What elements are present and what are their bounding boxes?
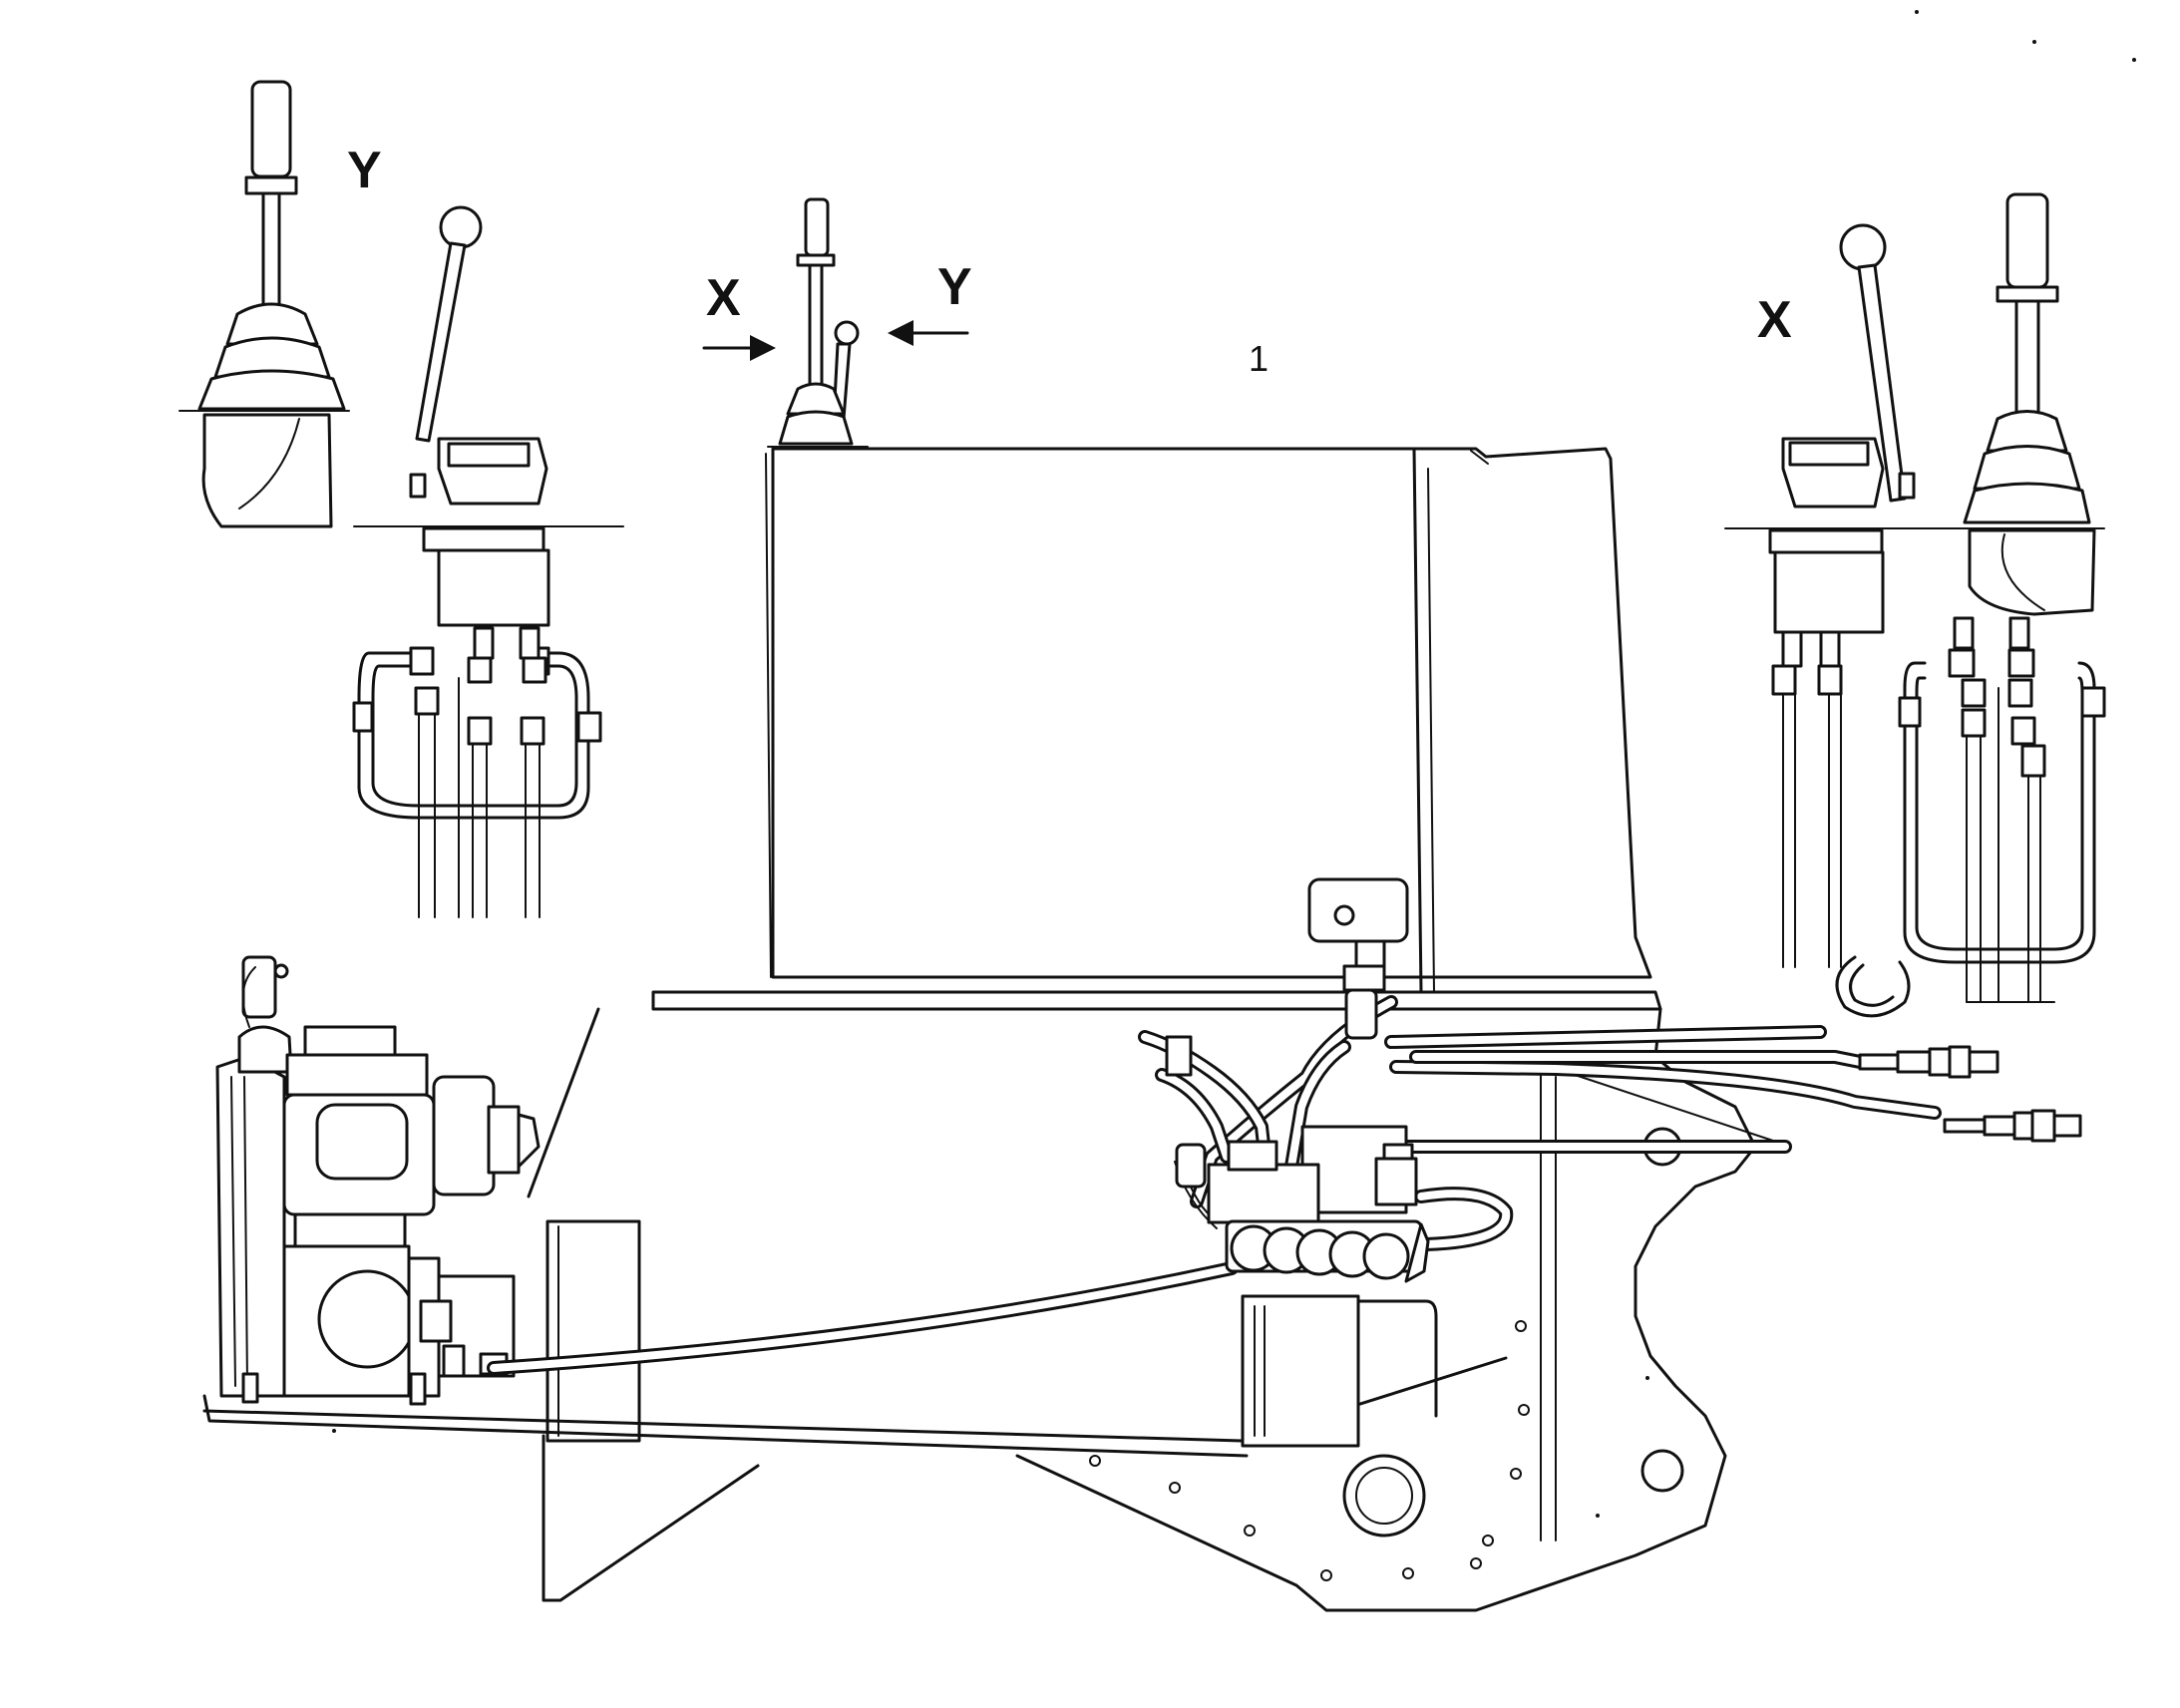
arrow-y-center: [888, 320, 969, 346]
detail-left-controls: Y: [179, 80, 624, 918]
machine-frame: [202, 447, 1786, 1612]
joystick-y-left: [179, 80, 350, 528]
valve-block: [1165, 877, 1438, 1448]
label-y-center: Y: [937, 258, 972, 316]
joystick-right: [1963, 192, 2096, 616]
arrow-x-center: [702, 335, 776, 361]
detail-right-controls: X: [1724, 192, 2106, 1018]
hose-end-fittings: [1858, 1045, 2082, 1143]
hose-bundle-left: [352, 626, 602, 918]
label-x-center: X: [706, 269, 741, 327]
hose-bundle-right: [1771, 616, 2106, 1018]
main-hoses: [487, 995, 1942, 1375]
label-x-right: X: [1757, 291, 1792, 349]
center-joystick: [767, 197, 869, 448]
pump-assembly: [215, 955, 541, 1406]
scan-specks: [332, 10, 2136, 1518]
callout-1: 1: [1249, 338, 1269, 379]
label-y-top-left: Y: [347, 142, 382, 199]
lever-left: [353, 205, 624, 627]
